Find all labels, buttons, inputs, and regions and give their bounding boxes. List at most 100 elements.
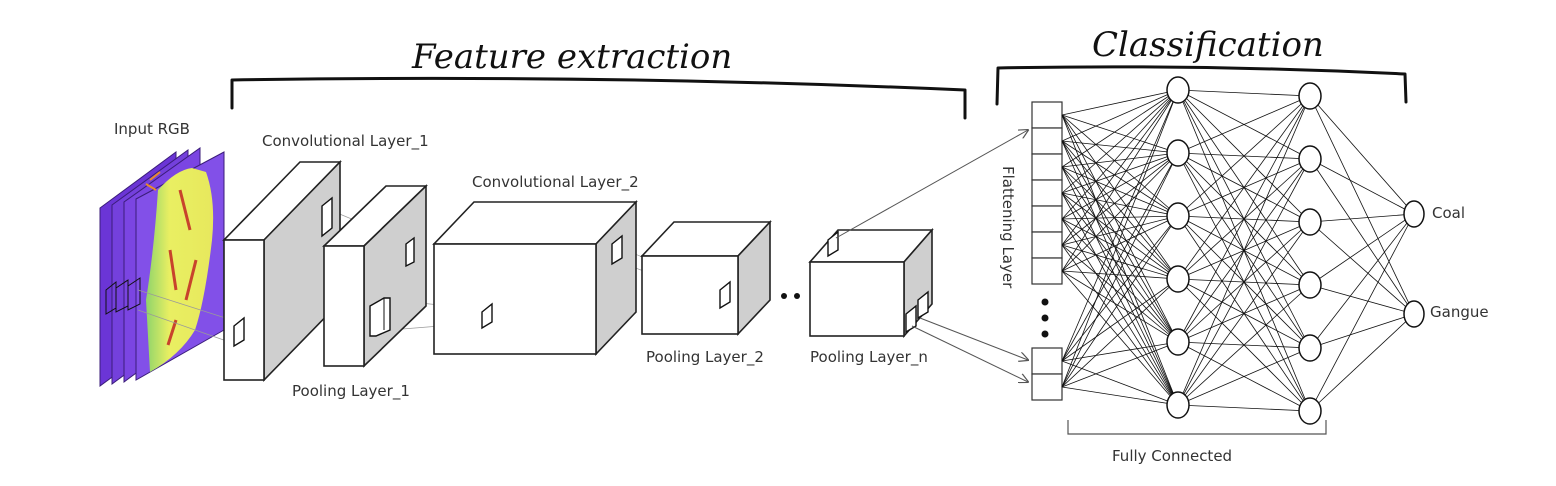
feature-extraction-heading: Feature extraction: [411, 37, 732, 77]
fc-edge: [1061, 215, 1179, 272]
flatten-cell: [1031, 179, 1063, 207]
fc-edge: [1061, 244, 1179, 343]
fc-edge: [1309, 313, 1415, 412]
fc-edge: [1061, 89, 1179, 388]
output-node: [1403, 300, 1425, 328]
pool-layer-2-block: [640, 219, 772, 337]
fc-edge: [1061, 89, 1179, 168]
fc-edge: [1061, 140, 1179, 217]
fc-edge: [1061, 152, 1179, 220]
fc-edge: [1177, 158, 1311, 406]
fc-edge: [1061, 386, 1179, 406]
fc-edge: [1309, 213, 1415, 286]
feature-extraction-brace: [230, 76, 967, 120]
conv-layer-1-label: Convolutional Layer_1: [262, 132, 429, 151]
neural-network-nodes: [1166, 76, 1425, 425]
fc-edge: [1177, 404, 1311, 412]
fc-edge: [1061, 114, 1179, 217]
fc-edge: [1061, 192, 1179, 217]
fc-edge: [1061, 152, 1179, 194]
fc-edge: [1061, 89, 1179, 362]
conv-layer-1-block: [222, 160, 342, 382]
flattening-layer-cells: [1031, 101, 1063, 401]
fc-edge: [1177, 89, 1311, 97]
fully-connected-edges: [1061, 89, 1415, 412]
fc-edge: [1177, 95, 1311, 343]
fc-edge: [1061, 114, 1179, 154]
fc-edge: [1061, 166, 1179, 217]
classification-brace: [995, 65, 1408, 106]
flatten-cell: [1031, 373, 1063, 401]
fc-edge: [1309, 158, 1415, 215]
flatten-cell: [1031, 101, 1063, 129]
fc-edge: [1061, 152, 1179, 168]
fc-edge: [1309, 95, 1415, 215]
hidden-2-node: [1298, 397, 1322, 425]
pool-layer-n-label: Pooling Layer_n: [810, 348, 928, 367]
fc-edge: [1061, 192, 1179, 280]
fc-edge: [1309, 213, 1415, 412]
fc-edge: [1061, 152, 1179, 388]
ellipsis-dots: [781, 293, 800, 299]
input-rgb-label: Input RGB: [114, 120, 190, 138]
output-label-coal: Coal: [1432, 204, 1465, 222]
fc-edge: [1061, 140, 1179, 343]
fc-edge: [1061, 218, 1179, 280]
fc-edge: [1177, 95, 1311, 217]
fc-edge: [1061, 215, 1179, 246]
fc-edge: [1061, 114, 1179, 406]
conv-layer-2-label: Convolutional Layer_2: [472, 173, 639, 192]
fc-edge: [1061, 89, 1179, 220]
fc-edge: [1061, 89, 1179, 272]
hidden-2-node: [1298, 145, 1322, 173]
fc-edge: [1309, 284, 1415, 315]
fc-edge: [1309, 213, 1415, 223]
fc-edge: [1177, 95, 1311, 280]
pool-layer-1-block: [322, 184, 428, 368]
input-rgb-stack: [99, 147, 225, 387]
output-node: [1403, 200, 1425, 228]
fc-edge: [1177, 347, 1311, 406]
fc-edge: [1061, 244, 1179, 280]
fc-edge: [1061, 270, 1179, 406]
fc-edge: [1061, 215, 1179, 220]
fc-edge: [1309, 221, 1415, 315]
flatten-cell: [1031, 257, 1063, 285]
hidden-2-node: [1298, 82, 1322, 110]
hidden-1-node: [1166, 391, 1190, 419]
flatten-ellipsis: [1041, 298, 1049, 338]
fully-connected-bracket: [1067, 420, 1327, 435]
fc-edge: [1061, 89, 1179, 194]
fc-edge: [1309, 313, 1415, 349]
pool-layer-1-label: Pooling Layer_1: [292, 382, 410, 401]
fc-edge: [1061, 152, 1179, 272]
fc-edge: [1061, 244, 1179, 406]
conv-layer-2-block: [432, 200, 638, 356]
fully-connected-label: Fully Connected: [1112, 447, 1232, 465]
fc-edge: [1061, 166, 1179, 406]
fc-edge: [1177, 221, 1311, 406]
hidden-1-node: [1166, 202, 1190, 230]
fc-edge: [1061, 140, 1179, 280]
pool-layer-n-block: [808, 227, 934, 339]
flatten-cell: [1031, 205, 1063, 233]
fc-edge: [1061, 89, 1179, 246]
hidden-2-node: [1298, 334, 1322, 362]
fc-edge: [1061, 166, 1179, 343]
classification-heading: Classification: [1092, 25, 1324, 65]
hidden-1-node: [1166, 139, 1190, 167]
fc-edge: [1061, 270, 1179, 280]
fc-edge: [1061, 152, 1179, 362]
fc-edge: [1061, 89, 1179, 142]
fc-edge: [1061, 360, 1179, 406]
pool-layer-2-label: Pooling Layer_2: [646, 348, 764, 367]
flatten-cell: [1031, 347, 1063, 375]
fc-edge: [1061, 192, 1179, 343]
hidden-1-node: [1166, 265, 1190, 293]
fc-edge: [1061, 114, 1179, 280]
flatten-cell: [1031, 153, 1063, 181]
hidden-1-node: [1166, 76, 1190, 104]
fc-edge: [1309, 95, 1415, 315]
flatten-arrows: [835, 130, 1028, 382]
